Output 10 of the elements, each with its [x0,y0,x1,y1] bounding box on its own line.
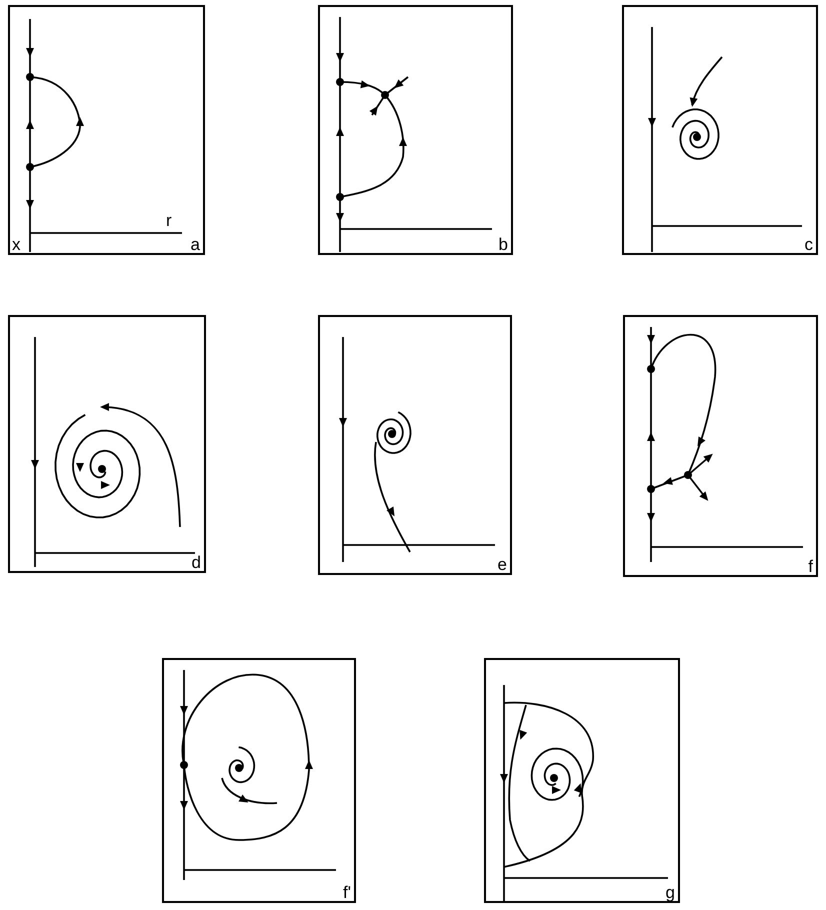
panel-letter: b [498,236,508,253]
axis-label: r [166,212,172,229]
panel-letter: e [498,556,507,573]
axis-label: x [12,236,20,253]
panel-letter: a [190,236,200,253]
panel-letter: c [804,236,813,253]
panel-letter: f [808,558,813,575]
panel-letter: g [666,884,675,901]
panel-letter: f' [343,884,351,901]
panel-letter: d [192,554,201,571]
